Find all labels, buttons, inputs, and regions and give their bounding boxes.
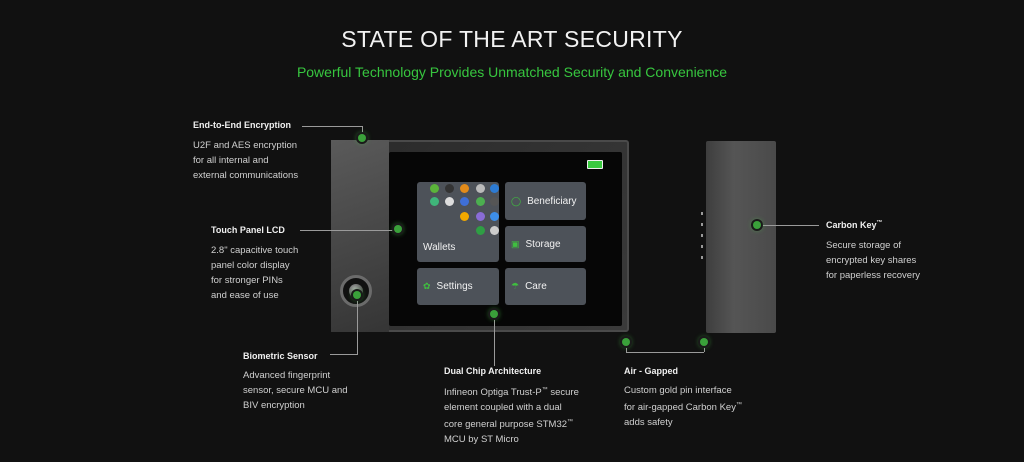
beneficiary-label: Beneficiary bbox=[527, 195, 577, 207]
crypto-coin-icon bbox=[490, 184, 499, 193]
callout-line bbox=[362, 126, 363, 138]
storage-tile[interactable]: ▣ Storage bbox=[505, 226, 586, 262]
desc-line: 2.8" capacitive touch bbox=[211, 245, 299, 256]
desc-line: encrypted key shares bbox=[826, 255, 917, 266]
page-title: STATE OF THE ART SECURITY bbox=[341, 26, 683, 52]
touch-panel-marker bbox=[394, 225, 402, 233]
crypto-coin-icon bbox=[490, 226, 499, 235]
biometric-marker bbox=[353, 291, 361, 299]
wallets-tile[interactable]: Wallets bbox=[417, 182, 499, 262]
callout-line bbox=[300, 230, 398, 231]
desc-line: U2F and AES encryption bbox=[193, 140, 298, 151]
crypto-coin-icon bbox=[460, 212, 469, 221]
desc-text: core general purpose STM32 bbox=[444, 419, 568, 431]
settings-label: Settings bbox=[436, 281, 473, 292]
air-gap-marker-right bbox=[700, 338, 708, 346]
callout-line bbox=[357, 296, 358, 354]
carbon-key-title-text: Carbon Key bbox=[826, 220, 877, 230]
biometric-title: Biometric Sensor bbox=[243, 351, 318, 361]
desc-line: element coupled with a dual bbox=[444, 402, 562, 414]
crypto-coin-icon bbox=[445, 184, 454, 193]
crypto-coin-icon bbox=[460, 197, 469, 206]
desc-line: for stronger PINs bbox=[211, 275, 283, 286]
page-subtitle: Powerful Technology Provides Unmatched S… bbox=[296, 64, 728, 80]
desc-text: Infineon Optiga Trust-P bbox=[444, 387, 542, 399]
desc-line: Infineon Optiga Trust-P™ secure bbox=[444, 383, 579, 400]
crypto-coin-icon bbox=[476, 226, 485, 235]
trademark: ™ bbox=[735, 402, 742, 408]
desc-line: BIV encryption bbox=[243, 400, 305, 411]
desc-line: panel color display bbox=[211, 260, 290, 271]
desc-line: core general purpose STM32™ bbox=[444, 415, 579, 432]
biometric-description: Advanced fingerprint sensor, secure MCU … bbox=[243, 368, 348, 413]
desc-line: adds safety bbox=[624, 417, 673, 429]
callout-line bbox=[330, 354, 358, 355]
air-gap-marker-left bbox=[622, 338, 630, 346]
desc-line: for paperless recovery bbox=[826, 270, 920, 281]
battery-icon bbox=[587, 160, 603, 169]
carbon-key-title: Carbon Key™ bbox=[826, 220, 883, 230]
carbon-key-device bbox=[706, 141, 776, 333]
trademark: ™ bbox=[876, 220, 883, 226]
umbrella-icon: ☂ bbox=[511, 281, 520, 291]
dual-chip-title: Dual Chip Architecture bbox=[444, 366, 542, 376]
desc-line: sensor, secure MCU and bbox=[243, 385, 348, 396]
desc-line: Secure storage of bbox=[826, 240, 901, 251]
beneficiary-tile[interactable]: ◯ Beneficiary bbox=[505, 182, 586, 220]
wallets-label: Wallets bbox=[423, 242, 456, 253]
crypto-coin-icon bbox=[445, 197, 454, 206]
crypto-coin-icon bbox=[430, 184, 439, 193]
gold-pin-interface bbox=[701, 212, 704, 264]
encryption-marker bbox=[358, 134, 366, 142]
desc-line: Custom gold pin interface bbox=[624, 385, 732, 396]
desc-line: and ease of use bbox=[211, 290, 279, 301]
crypto-coin-icon bbox=[490, 197, 499, 206]
crypto-coin-icon bbox=[476, 184, 485, 193]
crypto-coin-icon bbox=[460, 184, 469, 193]
gear-icon: ✿ bbox=[423, 281, 431, 291]
desc-line: for air-gapped Carbon Key™ bbox=[624, 398, 742, 415]
carbon-key-description: Secure storage of encrypted key shares f… bbox=[826, 238, 920, 283]
air-gap-title: Air - Gapped bbox=[624, 366, 679, 376]
callout-line bbox=[494, 314, 495, 366]
desc-text: for air-gapped Carbon Key bbox=[624, 402, 736, 414]
desc-line: for all internal and bbox=[193, 155, 269, 166]
air-gap-description: Custom gold pin interface for air-gapped… bbox=[624, 383, 742, 430]
settings-tile[interactable]: ✿ Settings bbox=[417, 268, 499, 305]
crypto-coin-icon bbox=[490, 212, 499, 221]
care-tile[interactable]: ☂ Care bbox=[505, 268, 586, 305]
callout-line bbox=[302, 126, 362, 127]
storage-icon: ▣ bbox=[511, 238, 520, 249]
desc-line: Advanced fingerprint bbox=[243, 370, 331, 381]
storage-label: Storage bbox=[525, 238, 561, 250]
callout-line bbox=[704, 342, 705, 352]
touch-panel-description: 2.8" capacitive touch panel color displa… bbox=[211, 243, 298, 303]
dual-chip-description: Infineon Optiga Trust-P™ secure element … bbox=[444, 383, 579, 447]
callout-line bbox=[626, 352, 704, 353]
dual-chip-marker bbox=[490, 310, 498, 318]
encryption-description: U2F and AES encryption for all internal … bbox=[193, 138, 298, 183]
crypto-coin-icon bbox=[430, 197, 439, 206]
trademark: ™ bbox=[567, 419, 574, 426]
crypto-coin-icon bbox=[476, 212, 485, 221]
desc-text: secure bbox=[547, 387, 579, 399]
person-icon: ◯ bbox=[511, 195, 522, 206]
desc-line: external communications bbox=[193, 170, 299, 181]
touch-panel-title: Touch Panel LCD bbox=[211, 225, 285, 235]
crypto-coin-icon bbox=[476, 197, 485, 206]
callout-line bbox=[757, 225, 819, 226]
callout-line bbox=[626, 342, 627, 352]
desc-line: MCU by ST Micro bbox=[444, 434, 519, 446]
encryption-title: End-to-End Encryption bbox=[193, 120, 291, 130]
trademark: ™ bbox=[541, 387, 548, 393]
carbon-key-marker bbox=[753, 221, 761, 229]
care-label: Care bbox=[525, 281, 547, 292]
